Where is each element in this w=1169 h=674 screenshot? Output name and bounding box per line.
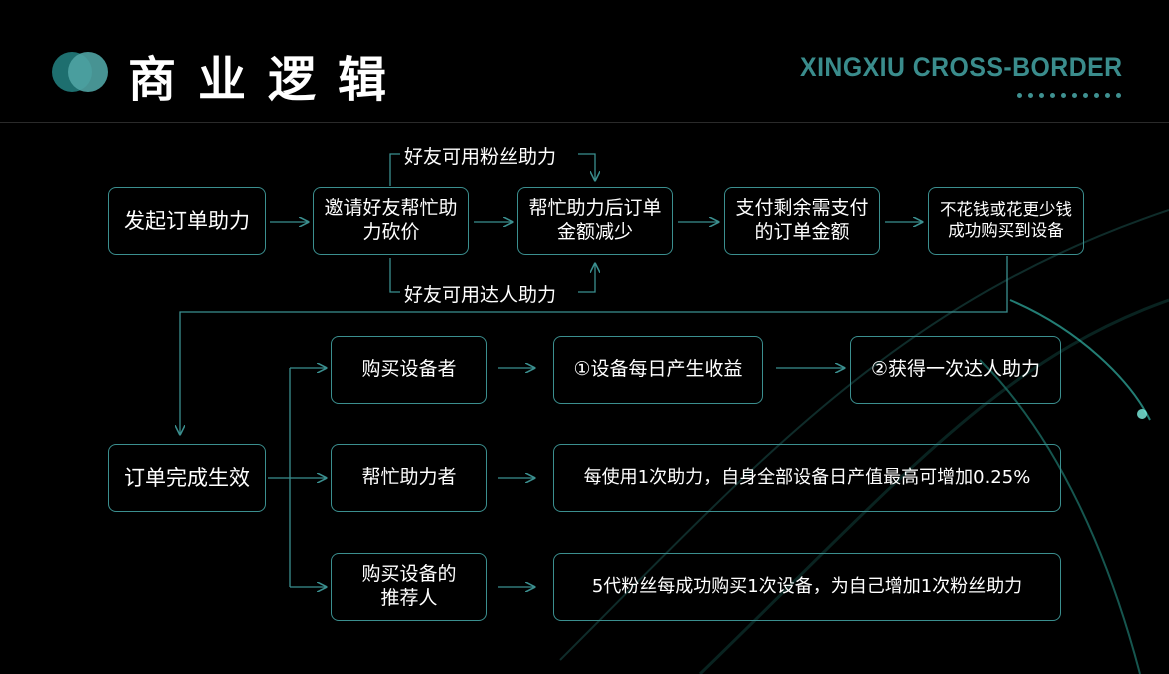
benefit-output-increase: 每使用1次助力，自身全部设备日产值最高可增加0.25%	[553, 444, 1061, 512]
header-divider	[0, 122, 1169, 123]
flow-step-invite-friends: 邀请好友帮忙助力砍价	[313, 187, 469, 255]
role-helper: 帮忙助力者	[331, 444, 487, 512]
role-referrer: 购买设备的推荐人	[331, 553, 487, 621]
branch-label-fan-assist: 好友可用粉丝助力	[404, 146, 557, 168]
flow-step-pay-remaining: 支付剩余需支付的订单金额	[724, 187, 880, 255]
benefit-influencer-assist: ②获得一次达人助力	[850, 336, 1061, 404]
branch-label-influencer-assist: 好友可用达人助力	[404, 284, 557, 306]
benefit-fan-assist: 5代粉丝每成功购买1次设备，为自己增加1次粉丝助力	[553, 553, 1061, 621]
flow-step-amount-reduced: 帮忙助力后订单金额减少	[517, 187, 673, 255]
brand-text: XINGXIU CROSS-BORDER	[800, 52, 1123, 82]
flow-step-start-order: 发起订单助力	[108, 187, 266, 255]
page-title: 商业逻辑	[128, 52, 409, 108]
logo-circle-light	[68, 52, 108, 92]
role-buyer: 购买设备者	[331, 336, 487, 404]
hub-order-effective: 订单完成生效	[108, 444, 266, 512]
flow-step-purchase-device: 不花钱或花更少钱成功购买到设备	[928, 187, 1084, 255]
brand-dots	[1017, 93, 1121, 98]
benefit-daily-income: ①设备每日产生收益	[553, 336, 763, 404]
